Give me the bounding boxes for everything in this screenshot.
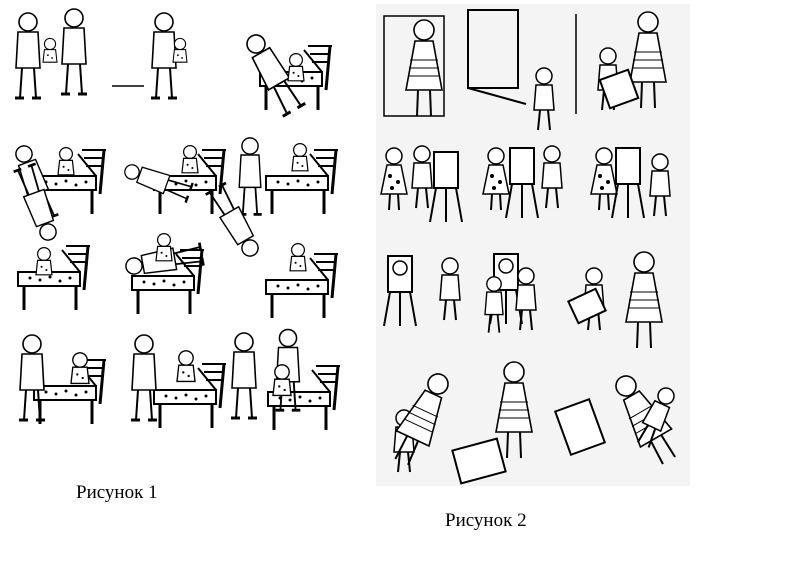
panel-2-row-3	[383, 251, 663, 349]
comic-strip-1	[8, 7, 340, 432]
panel-1-3	[238, 28, 334, 118]
panel-1-1	[13, 7, 89, 100]
panel-3-1	[12, 162, 92, 312]
comic-figure-1	[4, 4, 340, 444]
figure-1-caption: Рисунок 1	[76, 482, 158, 503]
panel-4-3	[229, 328, 340, 432]
panel-4-2	[129, 333, 228, 430]
panel-2-3	[236, 136, 340, 216]
panel-4-1	[17, 333, 108, 426]
comic-figure-2	[376, 4, 690, 486]
panel-2-1	[8, 141, 108, 224]
panel-3-2	[122, 233, 206, 316]
panel-2-row-1	[383, 9, 667, 131]
panel-2-2	[120, 145, 228, 216]
panel-2-row-2	[380, 145, 671, 223]
comic-strip-2	[380, 9, 686, 485]
panel-2-row-4	[384, 361, 686, 485]
panel-1-2	[112, 11, 188, 100]
figure-2-caption: Рисунок 2	[445, 510, 527, 531]
